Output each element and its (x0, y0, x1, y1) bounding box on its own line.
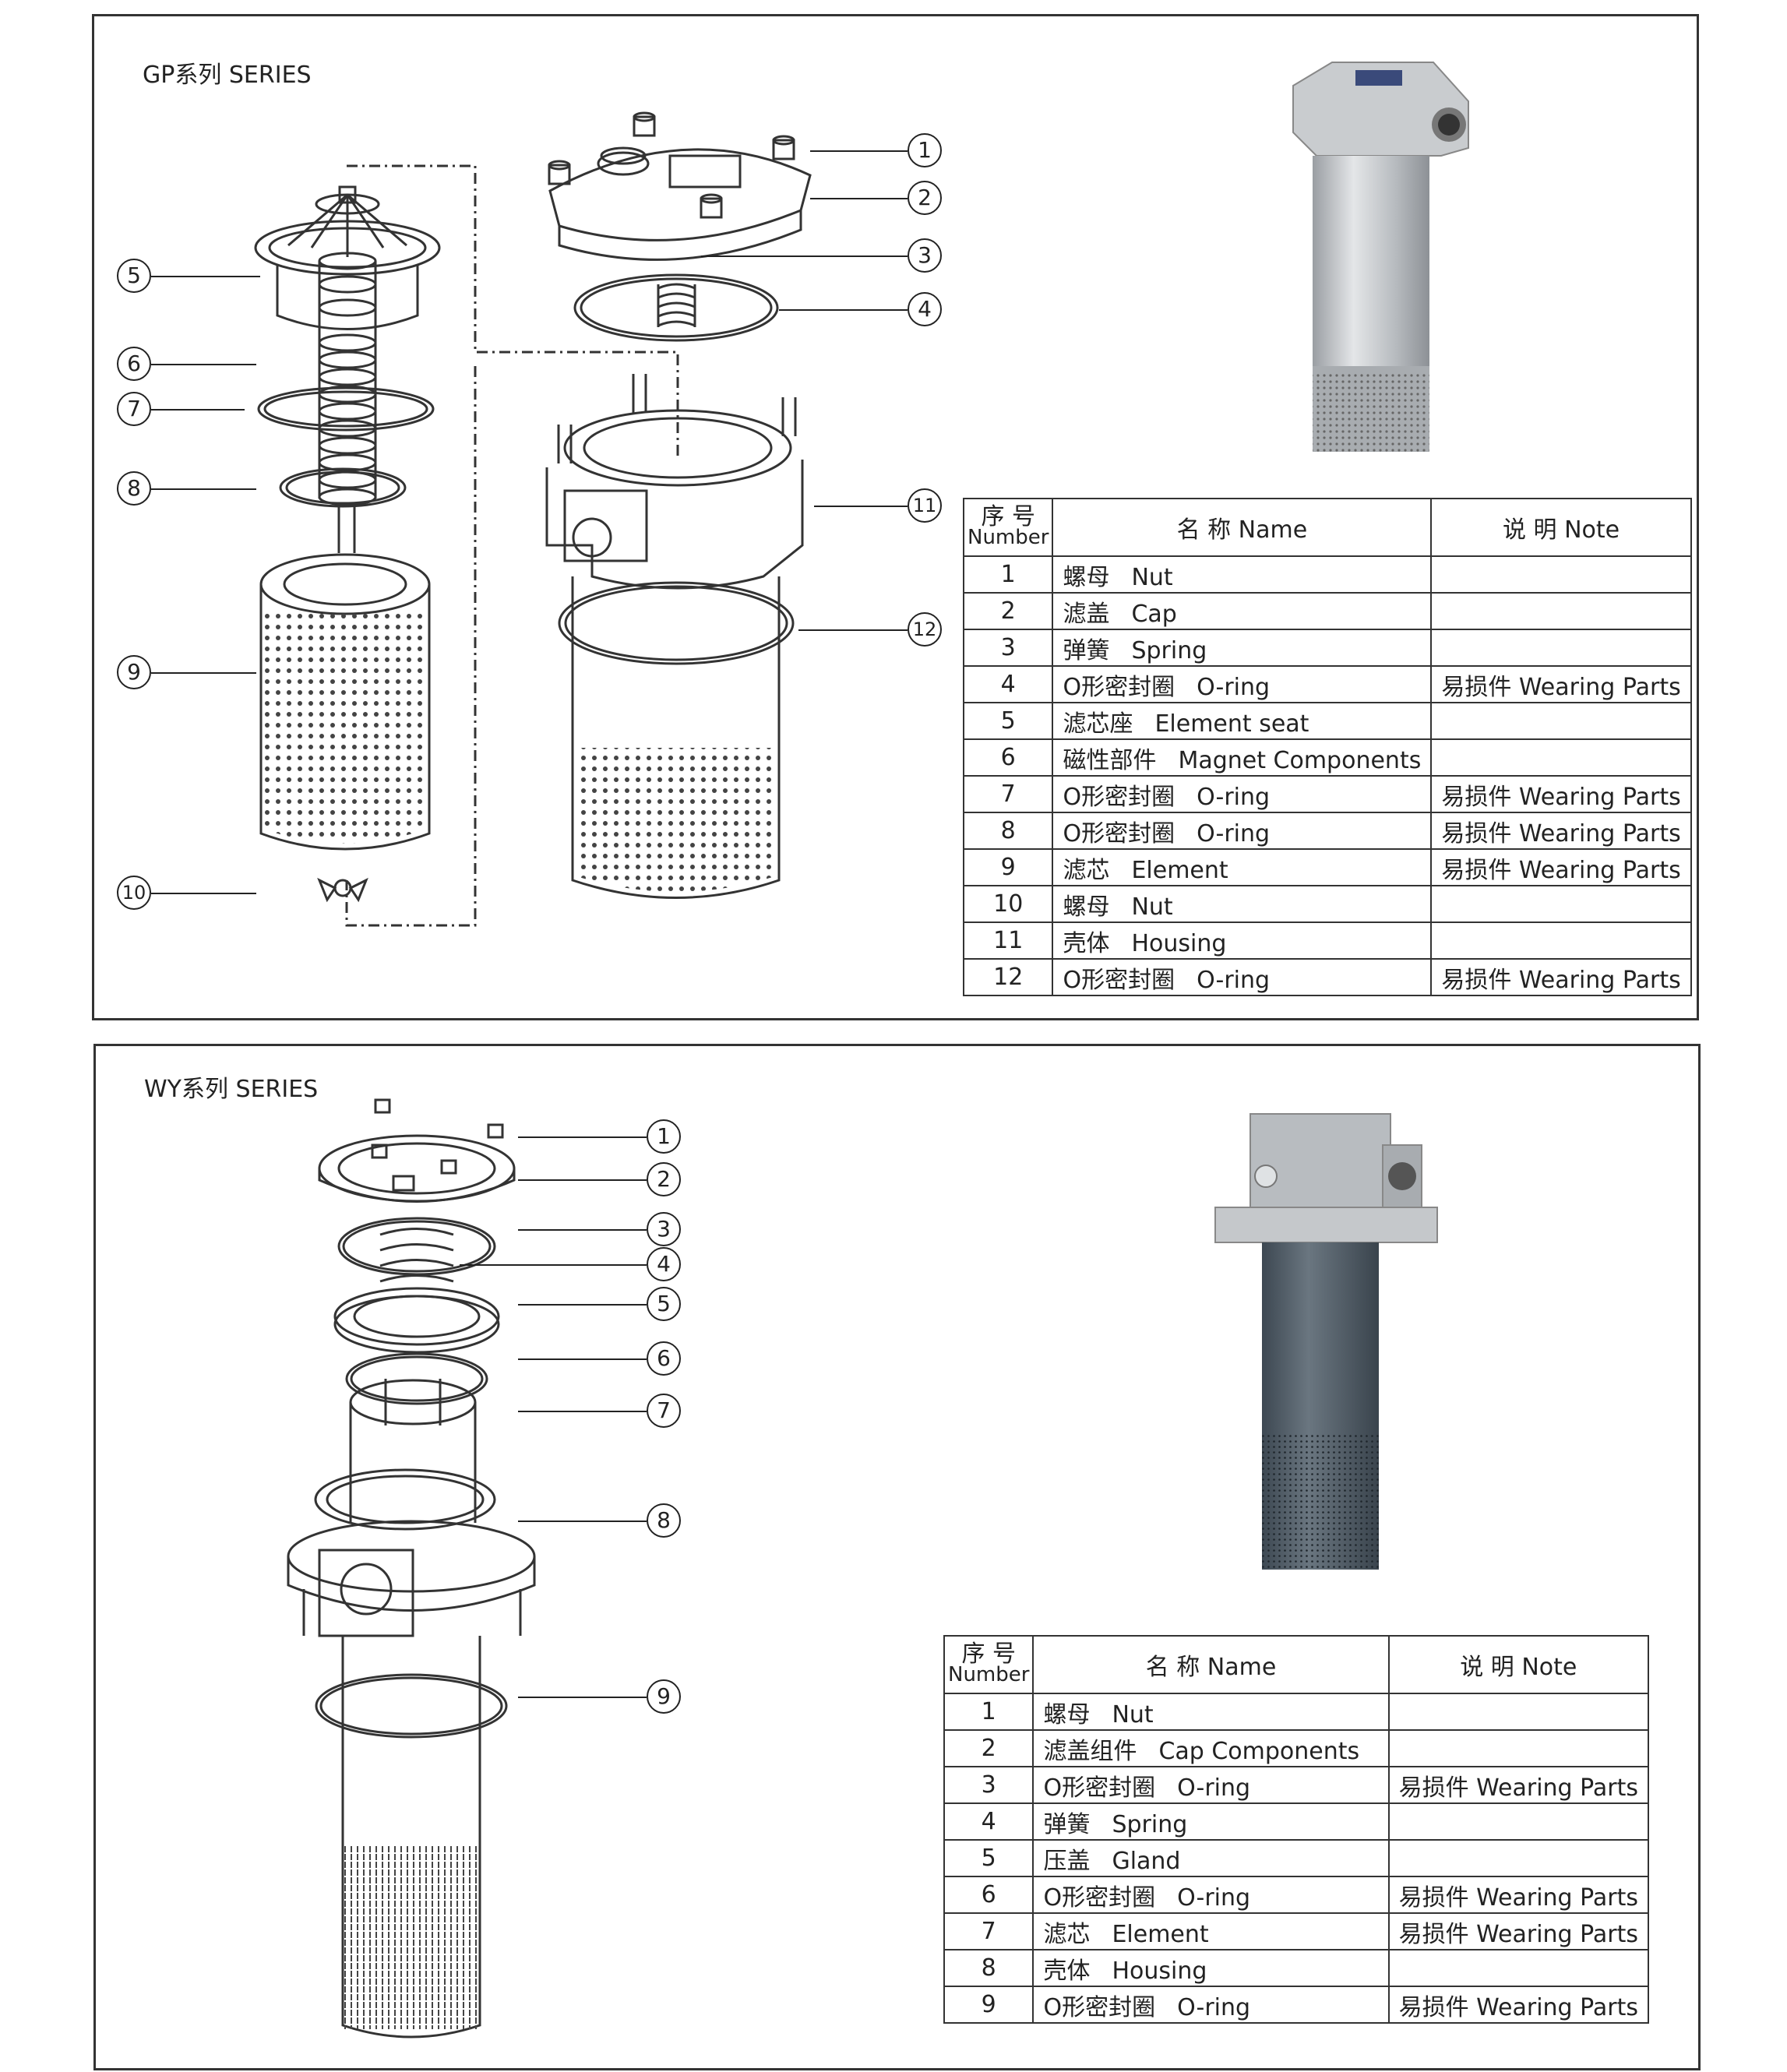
gp-callout-2: 2 (908, 181, 942, 215)
wy-leader-4 (460, 1264, 647, 1266)
wy-series-title: WY系列 SERIES (144, 1076, 319, 1103)
gp-product-photo (1292, 62, 1469, 452)
wy-table-header: 序 号 Number 名 称 Name 说 明 Note (943, 1635, 1650, 1694)
gp-leader-1 (810, 150, 908, 152)
wy-callout-8: 8 (647, 1503, 681, 1538)
wy-callout-4: 4 (647, 1247, 681, 1281)
wy-leader-3 (518, 1229, 647, 1231)
gp-callout-1: 1 (908, 133, 942, 167)
wy-leader-7 (518, 1411, 647, 1412)
gp-callout-12: 12 (908, 612, 942, 647)
wy-callout-1: 1 (647, 1119, 681, 1154)
gp-leader-10 (151, 893, 256, 894)
wy-header-name: 名 称 Name (1032, 1635, 1390, 1694)
wy-callout-2: 2 (647, 1162, 681, 1196)
gp-callout-9: 9 (117, 655, 151, 689)
gp-callout-3: 3 (908, 238, 942, 273)
gp-leader-6 (151, 364, 256, 365)
gp-leader-2 (810, 198, 908, 199)
gp-leader-12 (798, 629, 908, 631)
gp-leader-7 (151, 409, 245, 411)
wy-callout-3: 3 (647, 1212, 681, 1246)
gp-callout-11: 11 (908, 488, 942, 523)
gp-leader-11 (814, 506, 908, 507)
gp-callout-5: 5 (117, 259, 151, 293)
gp-exploded-drawing (254, 111, 812, 927)
wy-callout-9: 9 (647, 1679, 681, 1714)
wy-header-number: 序 号 Number (943, 1635, 1034, 1694)
gp-leader-5 (151, 276, 260, 277)
gp-header-number: 序 号 Number (962, 498, 1054, 557)
gp-callout-10: 10 (117, 876, 151, 910)
wy-leader-9 (518, 1697, 647, 1698)
gp-header-note: 说 明 Note (1430, 498, 1692, 557)
wy-leader-8 (518, 1521, 647, 1522)
wy-callout-6: 6 (647, 1341, 681, 1376)
wy-leader-1 (518, 1136, 647, 1138)
wy-callout-5: 5 (647, 1287, 681, 1321)
gp-header-name: 名 称 Name (1052, 498, 1433, 557)
wy-product-photo (1214, 1113, 1438, 1570)
gp-series-title: GP系列 SERIES (143, 62, 312, 89)
gp-callout-8: 8 (117, 471, 151, 506)
wy-leader-2 (518, 1179, 647, 1181)
gp-leader-3 (701, 255, 908, 257)
gp-callout-4: 4 (908, 292, 942, 326)
wy-callout-7: 7 (647, 1394, 681, 1428)
gp-leader-9 (151, 672, 256, 674)
gp-leader-8 (151, 488, 256, 490)
gp-table-header: 序 号 Number 名 称 Name 说 明 Note (962, 498, 1692, 557)
wy-header-note: 说 明 Note (1387, 1635, 1650, 1694)
gp-leader-4 (779, 309, 908, 311)
wy-leader-5 (518, 1304, 647, 1306)
gp-callout-6: 6 (117, 347, 151, 381)
wy-leader-6 (518, 1358, 647, 1360)
gp-callout-7: 7 (117, 392, 151, 426)
